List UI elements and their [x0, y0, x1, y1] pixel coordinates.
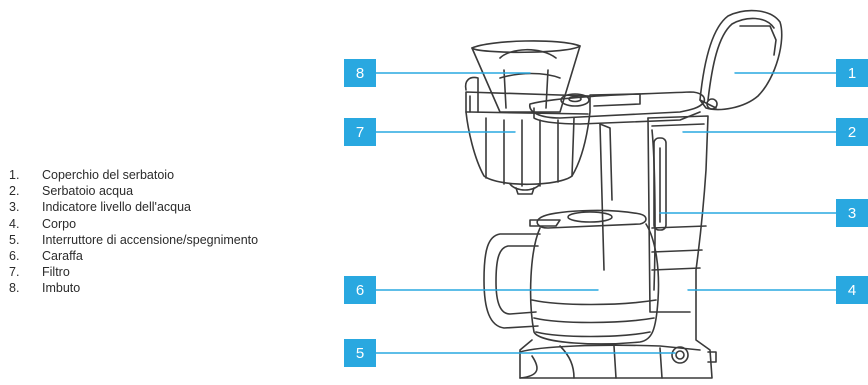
legend-label: Interruttore di accensione/spegnimento — [42, 232, 259, 247]
legend-label: Corpo — [42, 216, 77, 231]
callout-lines — [375, 72, 837, 354]
callout-8: 8 — [344, 59, 376, 87]
callout-6: 6 — [344, 276, 376, 304]
callout-3: 3 — [836, 199, 868, 227]
legend-item: 4. Corpo — [9, 216, 258, 232]
legend-number: 6. — [9, 249, 20, 264]
legend-label: Coperchio del serbatoio — [42, 168, 175, 183]
legend-number: 8. — [9, 281, 20, 296]
legend-item: 2. Serbatoio acqua — [9, 183, 258, 199]
callout-4: 4 — [836, 276, 868, 304]
legend-label: Filtro — [42, 265, 70, 280]
legend-item: 8. Imbuto — [9, 280, 258, 296]
tank-lid-drawing — [699, 9, 783, 111]
legend-label: Caraffa — [42, 249, 83, 264]
carafe-drawing — [483, 209, 660, 345]
legend-number: 7. — [9, 265, 20, 280]
legend-item: 7. Filtro — [9, 264, 258, 280]
callout-2: 2 — [836, 118, 868, 146]
callout-5: 5 — [344, 339, 376, 367]
legend-number: 4. — [9, 216, 20, 231]
legend-number: 1. — [9, 168, 20, 183]
legend-item: 5. Interruttore di accensione/spegnimento — [9, 232, 258, 248]
legend-number: 2. — [9, 184, 20, 199]
legend-number: 5. — [9, 232, 20, 247]
body-drawing — [519, 115, 717, 379]
legend-label: Indicatore livello dell'acqua — [42, 200, 192, 215]
legend-number: 3. — [9, 200, 20, 215]
callout-7: 7 — [344, 118, 376, 146]
legend-item: 6. Caraffa — [9, 248, 258, 264]
legend-item: 1. Coperchio del serbatoio — [9, 167, 258, 183]
parts-legend: 1. Coperchio del serbatoio 2. Serbatoio ac… — [9, 167, 258, 297]
filter-funnel-drawing — [464, 40, 591, 195]
legend-label: Imbuto — [42, 281, 81, 296]
legend-item: 3. Indicatore livello dell'acqua — [9, 199, 258, 215]
callout-1: 1 — [836, 59, 868, 87]
top-cover-drawing — [529, 91, 706, 125]
legend-label: Serbatoio acqua — [42, 184, 134, 199]
